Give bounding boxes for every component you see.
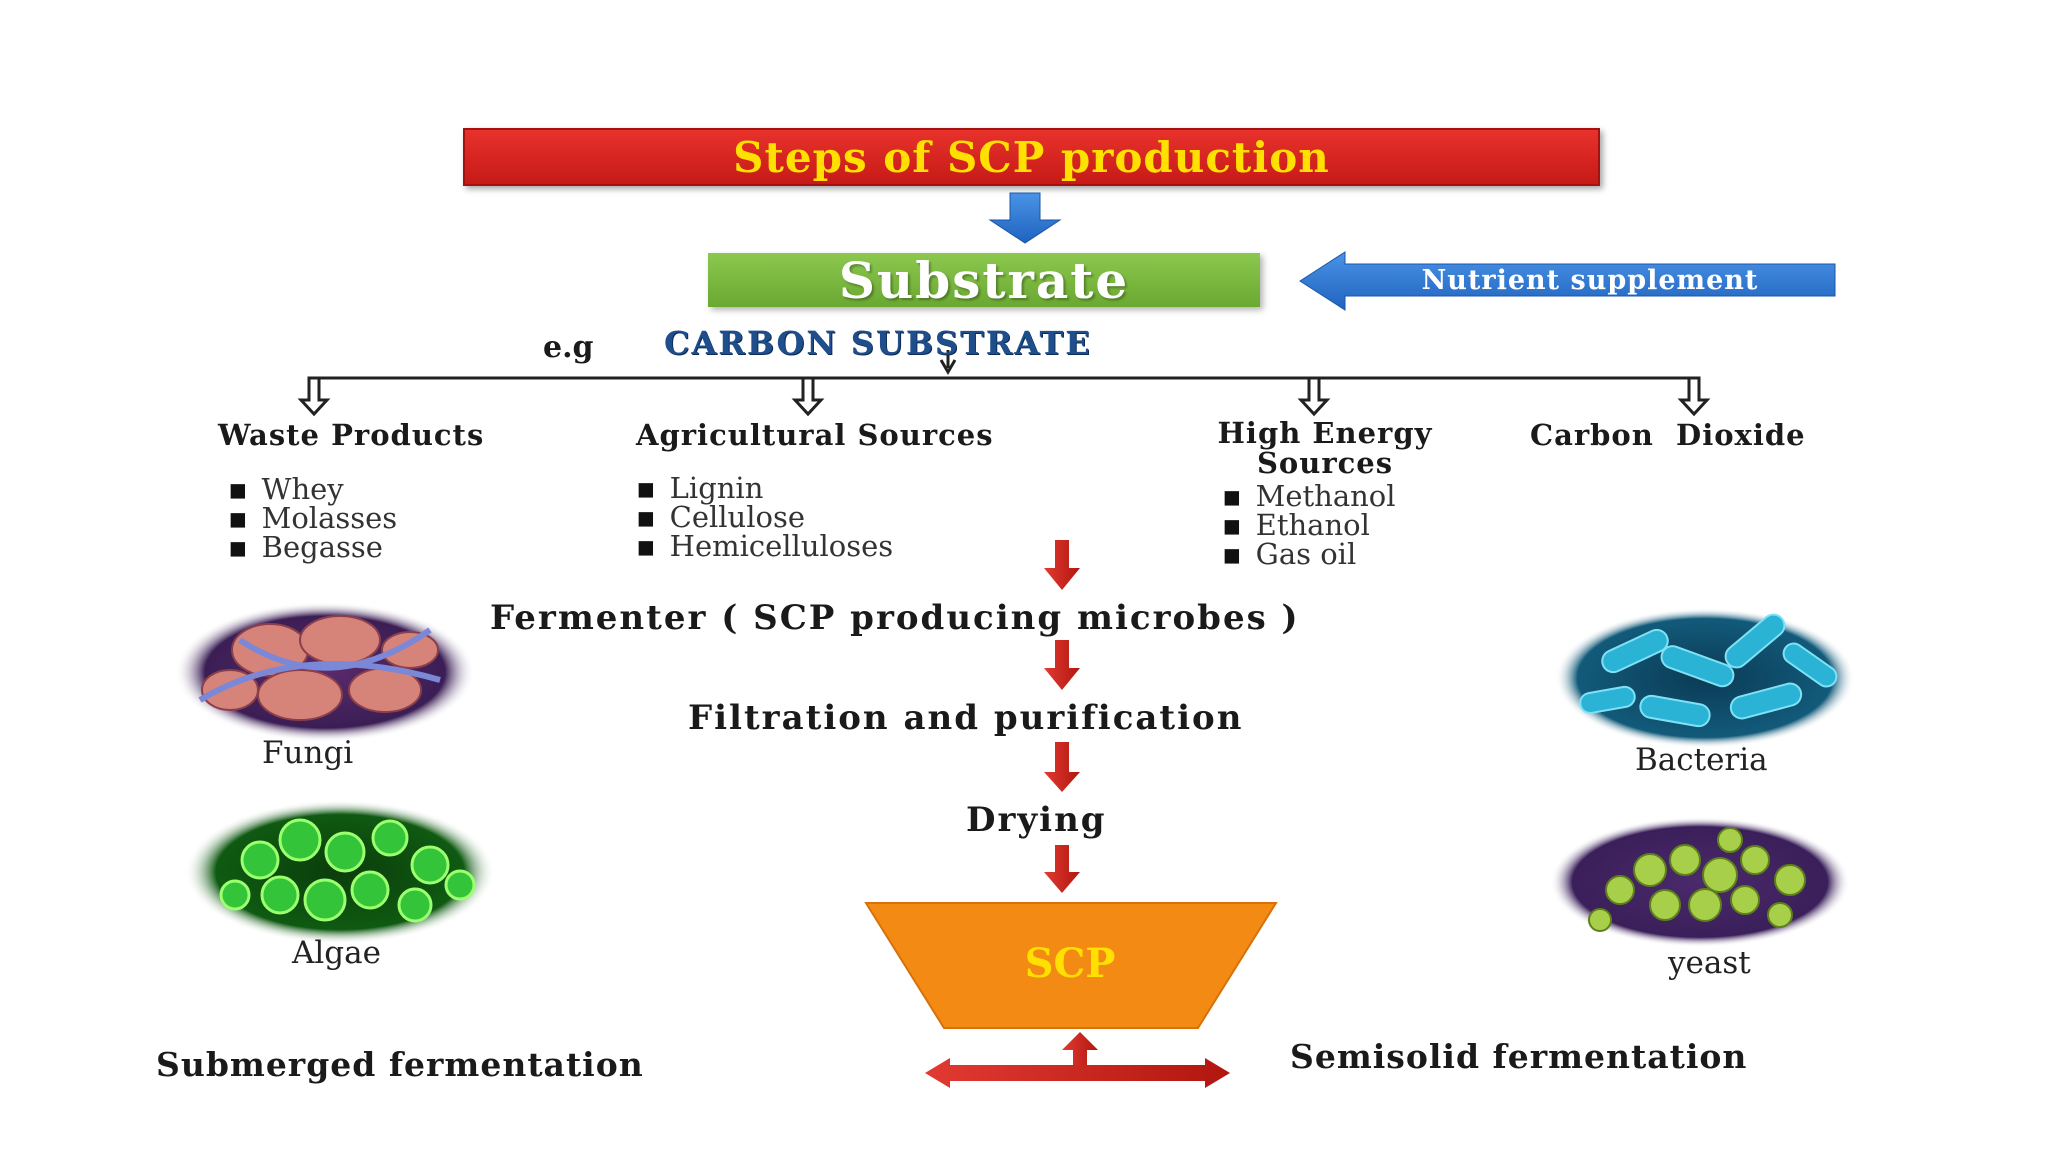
scp-label: SCP bbox=[1024, 940, 1116, 987]
category-energy-title: High Energy Sources bbox=[1217, 416, 1433, 480]
title-down-arrow bbox=[988, 192, 1062, 244]
semisolid-fermentation-label: Semisolid fermentation bbox=[1290, 1037, 1748, 1076]
list-item: Methanol bbox=[1222, 482, 1396, 511]
branch-arrow-3 bbox=[1297, 376, 1331, 417]
yeast-image bbox=[1550, 817, 1850, 947]
list-item: Ethanol bbox=[1222, 511, 1396, 540]
carbon-substrate-label: CARBON SUBSTRATE bbox=[664, 324, 1092, 362]
category-agri-list: Lignin Cellulose Hemicelluloses bbox=[636, 474, 894, 561]
category-waste-list: Whey Molasses Begasse bbox=[228, 475, 398, 562]
nutrient-supplement-label: Nutrient supplement bbox=[1421, 264, 1759, 296]
step-fermenter: Fermenter ( SCP producing microbes ) bbox=[490, 598, 1300, 638]
double-arrow bbox=[925, 1058, 1230, 1088]
substrate-label: Substrate bbox=[838, 250, 1130, 310]
list-item: Molasses bbox=[228, 504, 398, 533]
bacteria-label: Bacteria bbox=[1635, 742, 1768, 778]
list-item: Begasse bbox=[228, 533, 397, 562]
category-energy-list: Methanol Ethanol Gas oil bbox=[1222, 482, 1396, 569]
list-item: Lignin bbox=[636, 474, 893, 503]
branch-arrow-4 bbox=[1677, 376, 1711, 417]
bacteria-image bbox=[1555, 608, 1855, 748]
red-arrow-2 bbox=[1044, 640, 1080, 690]
algae-label: Algae bbox=[292, 935, 381, 971]
category-waste-title: Waste Products bbox=[218, 418, 485, 452]
branch-arrow-1 bbox=[297, 376, 331, 417]
list-item: Cellulose bbox=[636, 503, 893, 532]
red-arrow-1 bbox=[1044, 540, 1080, 590]
step-drying: Drying bbox=[966, 800, 1107, 840]
yeast-label: yeast bbox=[1668, 945, 1751, 981]
up-arrow bbox=[1062, 1032, 1098, 1065]
title-bar: Steps of SCP production bbox=[463, 128, 1600, 186]
submerged-fermentation-label: Submerged fermentation bbox=[156, 1045, 644, 1084]
branch-arrow-2 bbox=[791, 376, 825, 417]
list-item: Gas oil bbox=[1222, 540, 1396, 569]
red-arrow-4 bbox=[1044, 845, 1080, 893]
scp-funnel bbox=[864, 902, 1278, 1029]
list-item: Hemicelluloses bbox=[636, 532, 894, 561]
substrate-box: Substrate bbox=[708, 250, 1260, 310]
step-filtration: Filtration and purification bbox=[688, 698, 1244, 738]
eg-label: e.g bbox=[543, 330, 594, 365]
algae-image bbox=[185, 800, 495, 944]
red-arrow-3 bbox=[1044, 742, 1080, 792]
branch-arrows bbox=[297, 376, 1711, 417]
fungi-label: Fungi bbox=[262, 735, 354, 771]
category-agri-title: Agricultural Sources bbox=[636, 418, 994, 452]
list-item: Whey bbox=[228, 475, 397, 504]
title-text: Steps of SCP production bbox=[733, 132, 1330, 182]
nutrient-arrow bbox=[1299, 251, 1836, 311]
carbon-down-arrow bbox=[939, 350, 957, 375]
category-co2-title: Carbon Dioxide bbox=[1530, 418, 1806, 452]
fungi-image bbox=[175, 602, 475, 742]
